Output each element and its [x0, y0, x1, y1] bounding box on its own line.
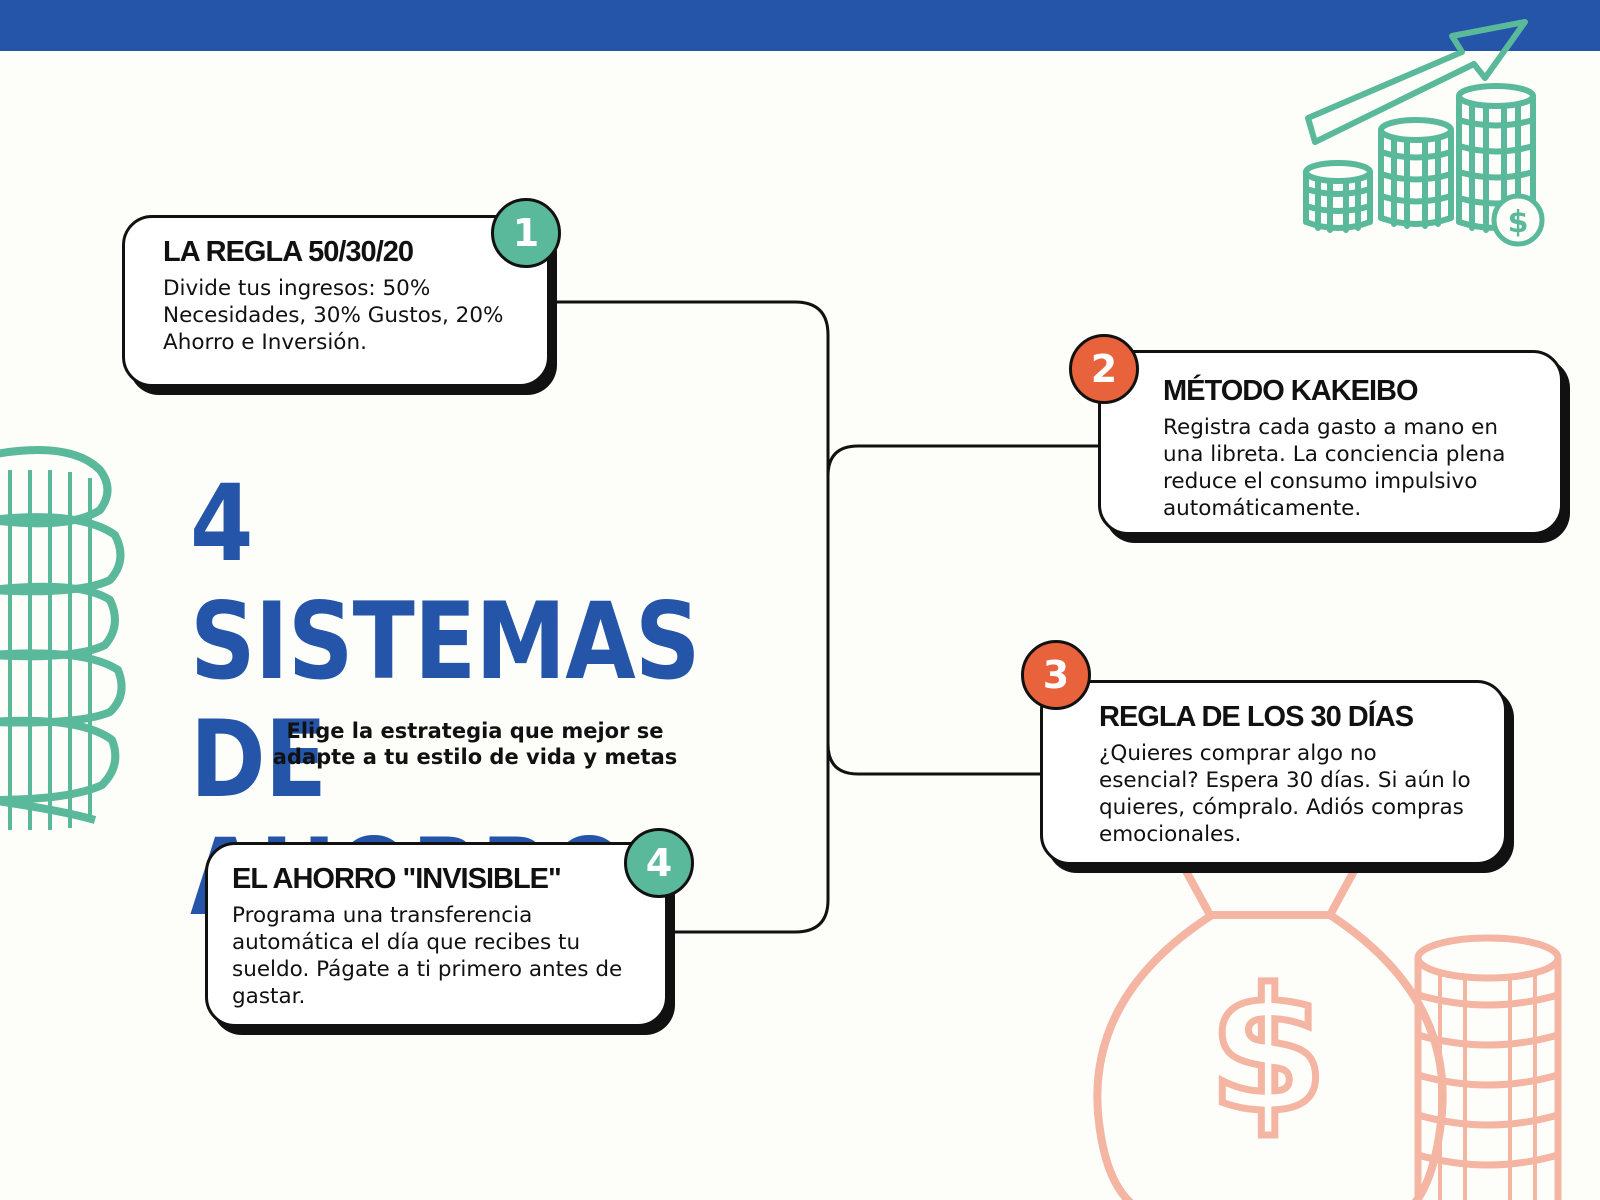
subtitle: Elige la estrategia que mejor se adapte … [272, 719, 678, 769]
svg-text:$: $ [1508, 205, 1529, 240]
card-title: MÉTODO KAKEIBO [1163, 375, 1419, 407]
dollar-coin-icon: $ [1491, 193, 1545, 247]
number-badge-4: 4 [624, 828, 694, 898]
card-text: ¿Quieres comprar algo no esencial? Esper… [1099, 741, 1471, 847]
card-text: Divide tus ingresos: 50% Necesidades, 30… [163, 276, 504, 355]
card-ahorro-invisible: EL AHORRO "INVISIBLE" Programa una trans… [205, 842, 668, 1027]
card-title: LA REGLA 50/30/20 [163, 236, 414, 268]
number-badge-1: 1 [491, 198, 561, 268]
card-regla-30-dias: REGLA DE LOS 30 DÍAS ¿Quieres comprar al… [1040, 680, 1507, 865]
title-line-1: 4 SISTEMAS [190, 462, 701, 703]
card-title: EL AHORRO "INVISIBLE" [232, 863, 562, 895]
number-badge-2: 2 [1069, 334, 1139, 404]
card-regla-50-30-20: LA REGLA 50/30/20 Divide tus ingresos: 5… [122, 215, 550, 387]
dollar-sign-icon: $ [1209, 953, 1327, 1151]
card-text: Registra cada gasto a mano en una libret… [1163, 415, 1506, 521]
card-title: REGLA DE LOS 30 DÍAS [1099, 701, 1414, 733]
number-badge-3: 3 [1021, 640, 1091, 710]
coin-stack-icon [0, 446, 126, 830]
card-metodo-kakeibo: MÉTODO KAKEIBO Registra cada gasto a man… [1098, 350, 1563, 535]
top-banner [0, 0, 1600, 51]
card-text: Programa una transferencia automática el… [232, 903, 623, 1009]
coin-stack-icon [1414, 934, 1562, 1200]
